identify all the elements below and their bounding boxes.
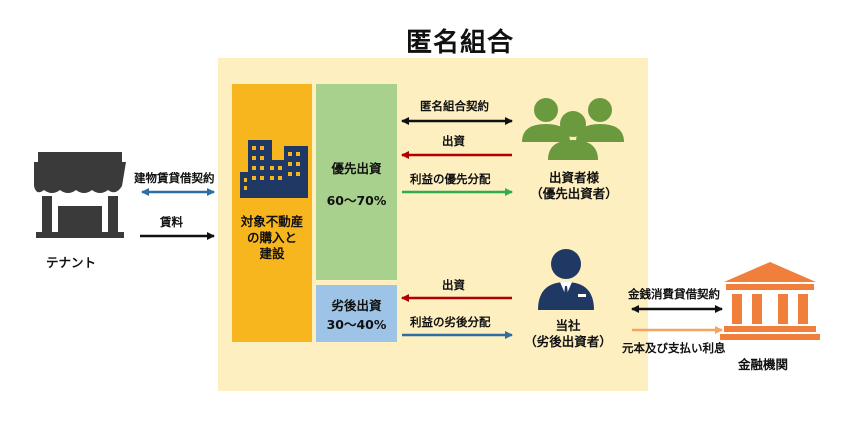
- company-label-line1: 当社: [555, 318, 581, 333]
- store-icon: [34, 152, 126, 238]
- company-investment-label: 出資: [442, 278, 465, 292]
- property-box: [232, 84, 312, 342]
- priority-investment-name: 優先出資: [331, 161, 382, 176]
- property-label: 対象不動産 の購入と 建設: [232, 214, 312, 262]
- investor-label-line2: （優先出資者）: [530, 186, 618, 201]
- investor-label-line1: 出資者様: [548, 170, 599, 185]
- repayment-label: 元本及び支払い利息: [622, 341, 726, 355]
- tk-contract-label: 匿名組合契約: [420, 99, 489, 113]
- tenant-label: テナント: [46, 255, 97, 270]
- priority-investment-box: [316, 84, 397, 280]
- subordinate-investment-box: [316, 285, 397, 342]
- subordinate-investment-ratio: 30～40%: [326, 317, 387, 332]
- property-label-line1: 対象不動産: [240, 214, 304, 229]
- bank-label: 金融機関: [738, 357, 789, 372]
- priority-investment-ratio: 60～70%: [326, 193, 387, 208]
- investors-icon: [522, 98, 624, 160]
- investor-label: 出資者様 （優先出資者）: [522, 170, 626, 202]
- diagram-title: 匿名組合: [405, 28, 514, 58]
- subordinate-distribution-label: 利益の劣後分配: [410, 315, 491, 329]
- company-label-line2: （劣後出資者）: [524, 334, 612, 349]
- property-label-line2: の購入と: [246, 230, 297, 245]
- lease-contract-label: 建物賃貸借契約: [134, 171, 215, 185]
- buildings-icon: [240, 140, 308, 198]
- rent-label: 賃料: [160, 215, 183, 229]
- loan-contract-label: 金銭消費貸借契約: [628, 287, 720, 301]
- businessman-icon: [538, 249, 594, 310]
- investor-investment-label: 出資: [442, 134, 465, 148]
- company-label: 当社 （劣後出資者）: [516, 318, 620, 350]
- bank-icon: [720, 262, 820, 340]
- property-label-line3: 建設: [259, 246, 285, 261]
- subordinate-investment-name: 劣後出資: [331, 298, 382, 313]
- priority-distribution-label: 利益の優先分配: [410, 172, 491, 186]
